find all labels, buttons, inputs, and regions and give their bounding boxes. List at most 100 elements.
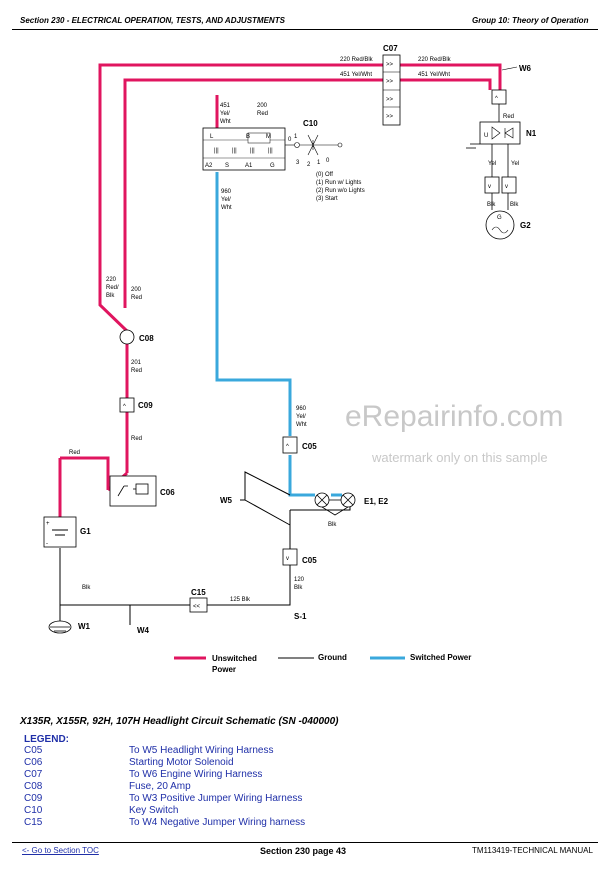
c05-upper-label: C05	[302, 442, 317, 451]
switch-term-a1: A1	[245, 163, 253, 169]
key-ground: Ground	[318, 653, 347, 662]
watermark-text: eRepairinfo.com	[345, 400, 563, 433]
wire-125-blk: 125 Blk	[230, 597, 251, 603]
page-number: Section 230 page 43	[260, 846, 347, 856]
wire-960-a-3: Wht	[221, 205, 232, 211]
wire-220-top: 220 Red/Blk	[340, 57, 374, 63]
svg-text:>>: >>	[386, 97, 394, 103]
svg-text:>>: >>	[386, 114, 394, 120]
w5-label: W5	[220, 496, 233, 505]
wire-g2-blk-left: Blk	[487, 202, 496, 208]
wire-red-c09: Red	[131, 436, 142, 442]
switch-position-0: (0) Off	[316, 172, 333, 178]
svg-text:^: ^	[123, 404, 126, 410]
e1-e2-headlights	[314, 492, 356, 516]
switch-term-g: G	[270, 163, 275, 169]
legend-title: LEGEND:	[24, 734, 69, 745]
svg-text:|||: |||	[232, 148, 237, 154]
w6-connector: ^	[491, 89, 507, 122]
headlight-circuit-schematic: eRepairinfo.com watermark only on this s…	[43, 44, 563, 674]
legend-description: To W4 Negative Jumper Wiring harness	[129, 817, 306, 828]
wire-960-b-1: 960	[296, 406, 307, 412]
switch-term-a2: A2	[205, 163, 213, 169]
svg-text:-: -	[46, 541, 48, 547]
wire-120-2: Blk	[294, 585, 303, 591]
switch-pos-lower-0: 0	[326, 158, 330, 164]
wire-n1-yel-right: Yel	[511, 161, 519, 167]
manual-id: TM113419-TECHNICAL MANUAL	[472, 846, 593, 855]
section-toc-link[interactable]: <- Go to Section TOC	[22, 846, 99, 855]
legend-description: To W6 Engine Wiring Harness	[129, 769, 263, 780]
header-divider	[12, 29, 598, 30]
legend-description: Key Switch	[129, 805, 179, 816]
footer-divider	[12, 842, 598, 843]
wire-960-a-2: Yel/	[221, 197, 231, 203]
c07-connector: >> >> >> >>	[382, 54, 401, 126]
switched-wires	[215, 172, 342, 497]
switch-term-b: B	[246, 134, 250, 140]
svg-text:G: G	[497, 215, 502, 221]
group-header: Group 10: Theory of Operation	[472, 16, 589, 25]
w6-label: W6	[519, 64, 532, 73]
s1-label: S-1	[294, 612, 307, 621]
legend-code: C05	[24, 745, 43, 756]
legend-code: C15	[24, 817, 43, 828]
wire-201-2: Red	[131, 368, 142, 374]
c10-label: C10	[303, 119, 318, 128]
c09-label: C09	[138, 401, 153, 410]
legend-code: C10	[24, 805, 43, 816]
wire-120-1: 120	[294, 577, 305, 583]
svg-text:|||: |||	[214, 148, 219, 154]
wire-201-1: 201	[131, 360, 142, 366]
switch-position-1: (1) Run w/ Lights	[316, 180, 361, 186]
e1-e2-label: E1, E2	[364, 497, 389, 506]
c06-solenoid	[109, 475, 157, 507]
wire-220-right: 220 Red/Blk	[418, 57, 452, 63]
svg-text:^: ^	[286, 444, 289, 450]
c08-fuse	[119, 329, 135, 345]
legend-code: C07	[24, 769, 43, 780]
legend-code: C08	[24, 781, 43, 792]
wire-red-left: Red	[69, 450, 80, 456]
w4-label: W4	[137, 626, 150, 635]
switch-term-s: S	[225, 163, 229, 169]
legend-item: C10 Key Switch	[24, 805, 305, 817]
g2-stator-symbol: G	[485, 210, 515, 240]
svg-text:>>: >>	[386, 62, 394, 68]
c06-label: C06	[160, 488, 175, 497]
w1-label: W1	[78, 622, 91, 631]
switch-pos-upper-0: 0	[288, 137, 292, 143]
c15-connector: <<	[189, 597, 208, 613]
legend-description: To W3 Positive Jumper Wiring Harness	[129, 793, 303, 804]
wire-451-right: 451 Yel/Wht	[418, 72, 450, 78]
n1-regulator: U	[466, 121, 521, 177]
wire-200-switch-1: 200	[257, 103, 268, 109]
legend-item: C15 To W4 Negative Jumper Wiring harness	[24, 817, 305, 829]
switch-pos-lower-1: 1	[317, 160, 321, 166]
wire-200-left-2: Red	[131, 295, 142, 301]
c10-key-switch: ||| ||| ||| |||	[202, 127, 343, 171]
key-unswitched-2: Power	[212, 665, 236, 674]
svg-text:+: +	[46, 521, 50, 527]
key-unswitched-1: Unswitched	[212, 654, 257, 663]
c05-lower-label: C05	[302, 556, 317, 565]
wire-220-left-1: 220	[106, 277, 117, 283]
svg-text:>>: >>	[386, 79, 394, 85]
g2-connectors: v v	[484, 176, 517, 210]
legend-code: C06	[24, 757, 43, 768]
unswitched-wires	[58, 63, 502, 517]
wire-960-b-3: Wht	[296, 422, 307, 428]
svg-text:|||: |||	[268, 148, 273, 154]
wire-451-switch-2: Yel/	[220, 111, 230, 117]
w1-ground-symbol	[48, 620, 72, 634]
switch-pos-lower-3: 3	[296, 160, 300, 166]
c09-connector: ^	[119, 397, 135, 413]
watermark-subtext: watermark only on this sample	[371, 450, 548, 465]
svg-text:U: U	[484, 133, 488, 139]
switch-pos-upper-1: 1	[294, 134, 298, 140]
wire-220-left-3: Blk	[106, 293, 115, 299]
svg-text:<<: <<	[193, 604, 201, 610]
